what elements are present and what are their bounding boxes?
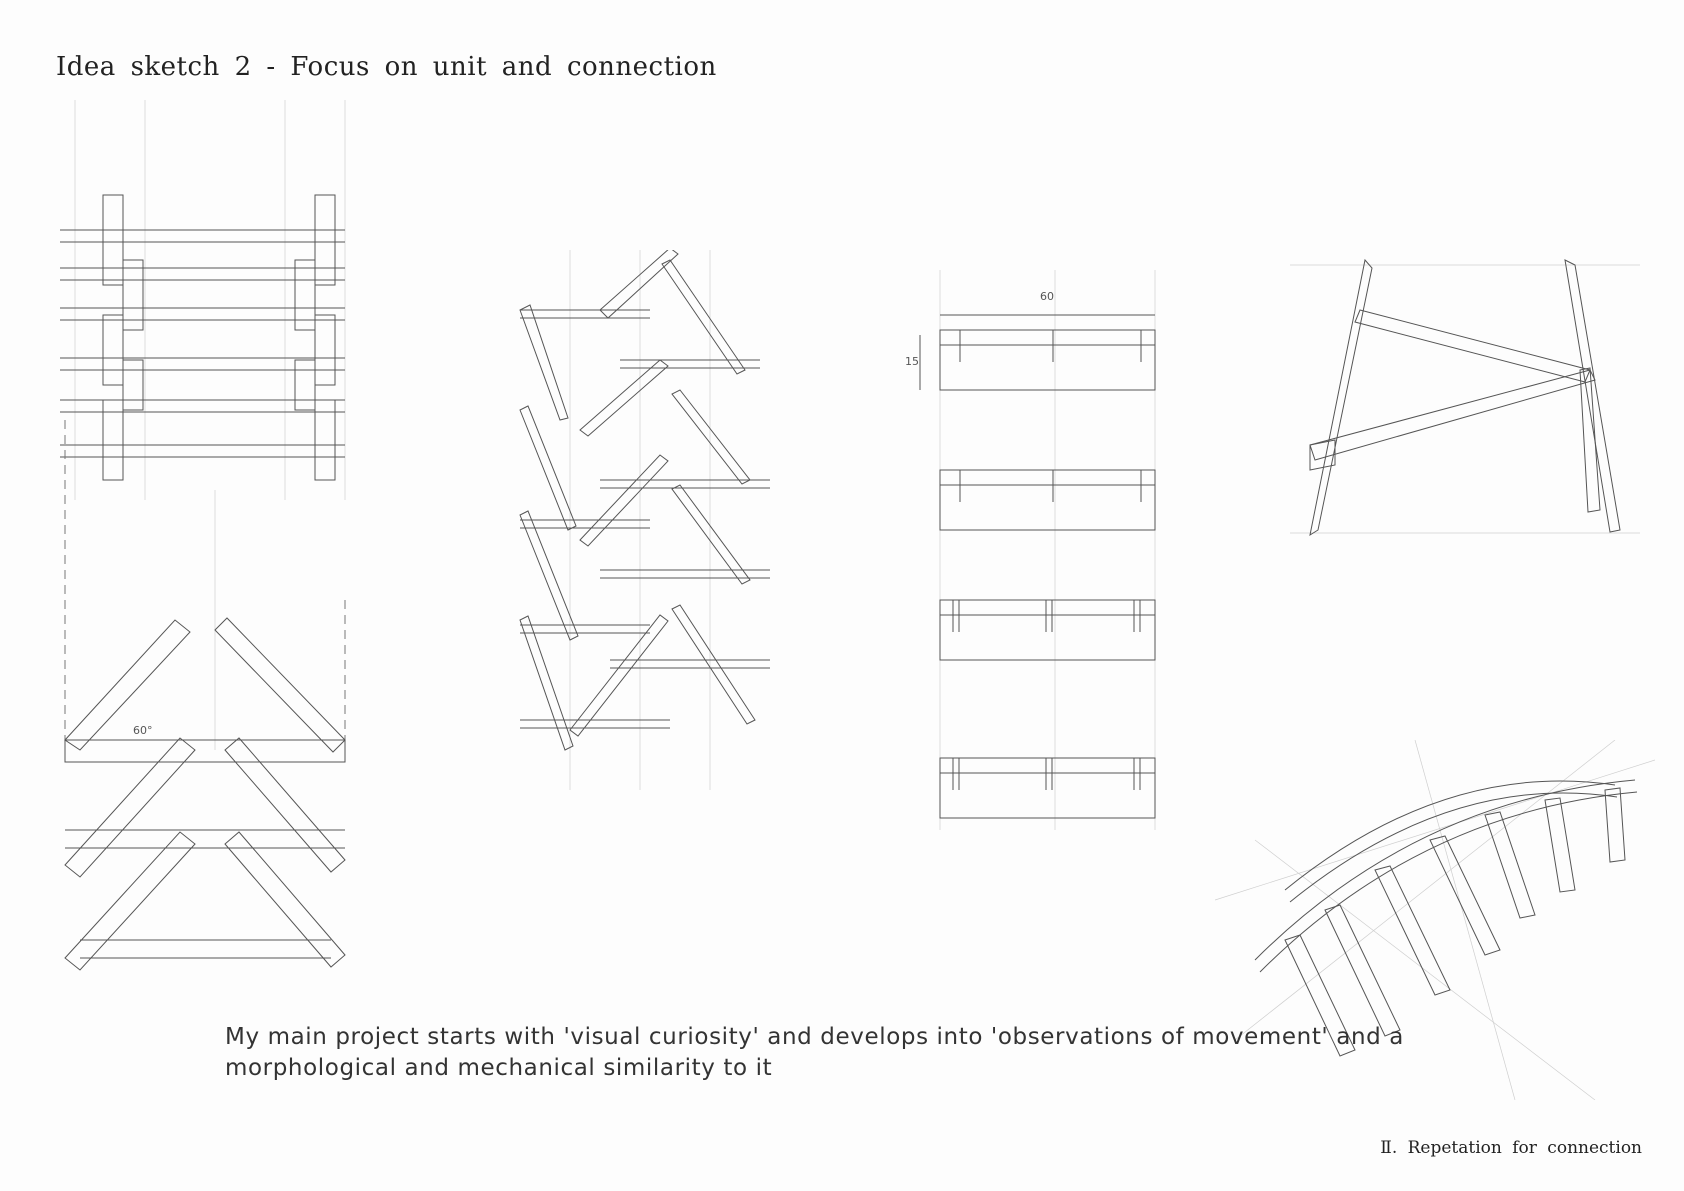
height-label: 15 (905, 355, 919, 368)
dimension-height: 15 (905, 335, 921, 390)
sketch-woven-slats (60, 100, 346, 500)
project-caption: My main project starts with 'visual curi… (225, 1024, 1404, 1081)
dashed-outline (64, 420, 346, 740)
sketch-slotted-slats: 60 15 (905, 270, 1156, 830)
triangle-bottom (64, 831, 346, 971)
chevron-row-1 (519, 250, 760, 421)
tripod-beams (1309, 309, 1596, 471)
guide-lines (1290, 264, 1640, 534)
angle-label: 60° (133, 724, 153, 737)
guide-lines (939, 270, 1156, 830)
triangle-middle (64, 737, 346, 878)
sketch-tripod-perspective (1290, 258, 1640, 537)
curved-rails (1254, 779, 1638, 973)
sketch-radial-assembly (1215, 740, 1655, 1100)
slat-2 (939, 469, 1156, 531)
triangle-top (64, 617, 346, 763)
radial-fins (1284, 787, 1626, 1057)
width-label: 60 (1040, 290, 1054, 303)
tripod-legs (1309, 258, 1621, 537)
dimension-width: 60 (940, 290, 1155, 316)
sketch-zigzag-units (519, 250, 770, 790)
guide-lines (74, 100, 346, 500)
page-title: Idea sketch 2 - Focus on unit and connec… (56, 52, 717, 82)
slat-3 (939, 599, 1156, 661)
sketch-triangle-stack: 60° (64, 420, 346, 971)
construction-lines (1215, 740, 1655, 1100)
vertical-blocks (102, 194, 336, 481)
section-footer: Ⅱ. Repetation for connection (1380, 1138, 1642, 1158)
chevron-row-4 (519, 604, 770, 751)
horizontal-slats (60, 229, 345, 458)
slat-1 (939, 329, 1156, 391)
chevron-row-3 (519, 454, 770, 641)
slat-4 (939, 757, 1156, 819)
